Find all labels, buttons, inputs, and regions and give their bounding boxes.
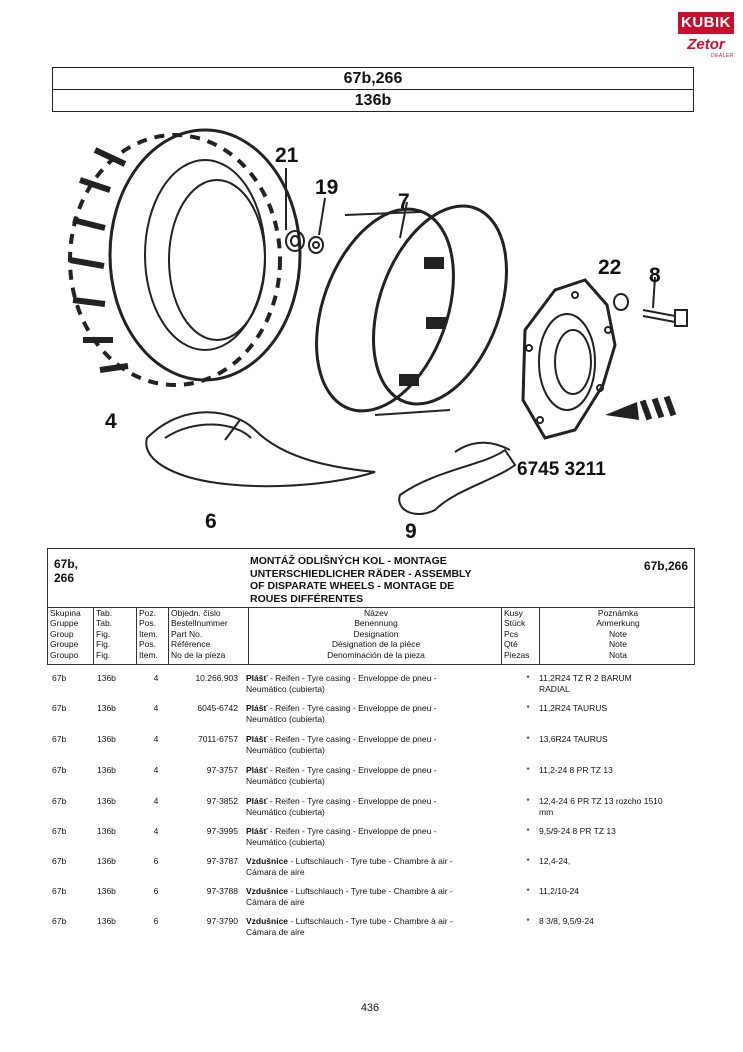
group-info-box: 67b, 266 MONTÁŽ ODLIŠNÝCH KOL - MONTAGE … <box>47 548 695 665</box>
callout-6: 6 <box>205 510 217 533</box>
tyre-drawing <box>68 128 302 387</box>
diagram-reference-number: 6745 3211 <box>517 459 606 480</box>
header-line1: 67b,266 <box>53 68 693 90</box>
bolt-drawing <box>613 276 688 327</box>
logo-sub: Zetor <box>687 36 725 53</box>
centre-disc-drawing <box>521 278 617 440</box>
nut-washer-drawing <box>285 168 326 254</box>
group-code-right: 67b,266 <box>643 559 688 573</box>
flap-drawing <box>398 441 517 515</box>
rim-drawing <box>315 201 508 416</box>
kubik-zetor-logo: KUBIK Zetor DEALER <box>678 12 734 62</box>
header-box: 67b,266 136b <box>52 67 694 112</box>
col-header-tab: Tab.Tab.Fig.Fig.Fig. <box>93 607 136 665</box>
logo-tag: DEALER <box>710 53 734 59</box>
header-line2: 136b <box>354 92 392 109</box>
callout-9: 9 <box>405 520 417 543</box>
callout-4: 4 <box>105 410 117 433</box>
callout-19: 19 <box>315 176 338 199</box>
group-code: 67b, 266 <box>54 557 79 585</box>
callout-21: 21 <box>275 144 299 167</box>
callout-8: 8 <box>649 264 661 287</box>
logo-brand: KUBIK <box>678 12 734 34</box>
wheel-assembly-diagram: 21 19 7 22 8 4 6 9 6745 3211 <box>68 128 688 543</box>
callout-7: 7 <box>398 190 410 213</box>
col-header-poz: Poz.Pos.Item.Pos.Item. <box>136 607 168 665</box>
callout-22: 22 <box>598 256 621 279</box>
tube-drawing <box>145 411 376 488</box>
page-number: 436 <box>360 1002 380 1014</box>
direction-arrow <box>605 395 677 421</box>
group-title: MONTÁŽ ODLIŠNÝCH KOL - MONTAGE UNTERSCHI… <box>250 555 472 605</box>
